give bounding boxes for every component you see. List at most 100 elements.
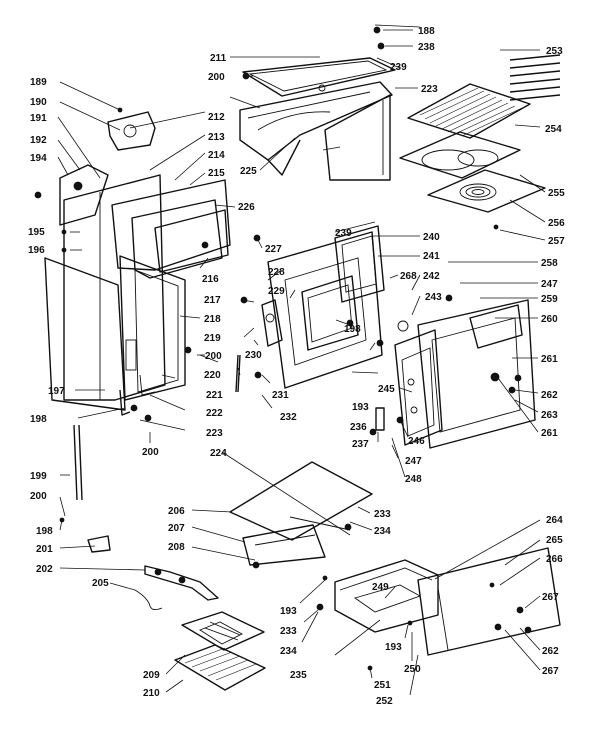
fasteners bbox=[34, 26, 532, 671]
oven-door-inner bbox=[394, 329, 443, 446]
callout-label: 217 bbox=[204, 295, 221, 306]
front-frame bbox=[119, 255, 186, 401]
callout-label: 197 bbox=[48, 386, 65, 397]
callout-label: 249 bbox=[372, 582, 389, 593]
burner-heat-shield bbox=[427, 169, 546, 213]
oven-door-frame bbox=[267, 231, 383, 389]
burner-assembly bbox=[181, 611, 265, 651]
callout-label: 234 bbox=[374, 526, 391, 537]
callout-label: 223 bbox=[421, 84, 438, 95]
callout-label: 222 bbox=[206, 408, 223, 419]
callout-label: 198 bbox=[30, 414, 47, 425]
callout-label: 233 bbox=[374, 509, 391, 520]
callout-labels: 188 238 239 253 211 200 223 254 189 190 … bbox=[28, 26, 565, 707]
callout-label: 247 bbox=[541, 279, 558, 290]
callout-label: 255 bbox=[548, 188, 565, 199]
body-top-frame bbox=[324, 94, 391, 181]
callout-label: 200 bbox=[205, 351, 222, 362]
callout-label: 210 bbox=[143, 688, 160, 699]
callout-label: 248 bbox=[405, 474, 422, 485]
bracket bbox=[87, 535, 111, 553]
side-trim bbox=[119, 374, 156, 416]
griddle-plate bbox=[407, 83, 531, 139]
callout-label: 235 bbox=[290, 670, 307, 681]
callout-label: 191 bbox=[30, 113, 47, 124]
callout-label: 198 bbox=[344, 324, 361, 335]
callout-label: 227 bbox=[265, 244, 282, 255]
broiler-pan bbox=[229, 461, 373, 541]
door-hinge bbox=[261, 299, 283, 347]
callout-label: 216 bbox=[202, 274, 219, 285]
callout-label: 237 bbox=[352, 439, 369, 450]
callout-label: 261 bbox=[541, 354, 558, 365]
callout-label: 192 bbox=[30, 135, 47, 146]
callout-label: 245 bbox=[378, 384, 395, 395]
cooktop-top-panel bbox=[242, 57, 396, 97]
callout-label: 229 bbox=[268, 286, 285, 297]
callout-label: 253 bbox=[546, 46, 563, 57]
burner-cover bbox=[174, 644, 266, 691]
callout-label: 256 bbox=[548, 218, 565, 229]
callout-label: 198 bbox=[36, 526, 53, 537]
callout-label: 205 bbox=[92, 578, 109, 589]
control-panel-bracket bbox=[107, 111, 156, 151]
callout-label: 267 bbox=[542, 666, 559, 677]
callout-label: 266 bbox=[546, 554, 563, 565]
callout-label: 226 bbox=[238, 202, 255, 213]
burner-tray bbox=[399, 131, 521, 179]
callout-label: 223 bbox=[206, 428, 223, 439]
callout-label: 189 bbox=[30, 77, 47, 88]
callout-label: 224 bbox=[210, 448, 227, 459]
door-window-frame bbox=[334, 225, 385, 303]
leg bbox=[73, 424, 83, 501]
callout-label: 251 bbox=[374, 680, 391, 691]
wiring-harness bbox=[134, 589, 163, 611]
callout-label: 233 bbox=[280, 626, 297, 637]
callout-label: 193 bbox=[352, 402, 369, 413]
callout-label: 254 bbox=[545, 124, 562, 135]
callout-label: 206 bbox=[168, 506, 185, 517]
callout-label: 200 bbox=[208, 72, 225, 83]
callout-label: 220 bbox=[204, 370, 221, 381]
door-latch bbox=[375, 320, 409, 431]
callout-label: 213 bbox=[208, 132, 225, 143]
callout-label: 262 bbox=[542, 646, 559, 657]
callout-label: 257 bbox=[548, 236, 565, 247]
control-knob-housing bbox=[59, 164, 109, 226]
oven-liner-back bbox=[111, 179, 231, 271]
callout-label: 265 bbox=[546, 535, 563, 546]
left-door-panel bbox=[44, 257, 126, 411]
grate-set bbox=[509, 54, 561, 101]
callout-label: 234 bbox=[280, 646, 297, 657]
callout-label: 250 bbox=[404, 664, 421, 675]
callout-label: 218 bbox=[204, 314, 221, 325]
callout-label: 243 bbox=[425, 292, 442, 303]
callout-label: 225 bbox=[240, 166, 257, 177]
oven-door-outer bbox=[417, 299, 536, 449]
callout-label: 267 bbox=[542, 592, 559, 603]
callout-label: 242 bbox=[423, 271, 440, 282]
callout-label: 247 bbox=[405, 456, 422, 467]
callout-label: 246 bbox=[408, 436, 425, 447]
top-burner-box bbox=[239, 81, 393, 176]
callout-label: 209 bbox=[143, 670, 160, 681]
callout-label: 195 bbox=[28, 227, 45, 238]
callout-label: 200 bbox=[142, 447, 159, 458]
callout-label: 207 bbox=[168, 523, 185, 534]
callout-label: 240 bbox=[423, 232, 440, 243]
callout-label: 263 bbox=[541, 410, 558, 421]
callout-label: 202 bbox=[36, 564, 53, 575]
callout-label: 219 bbox=[204, 333, 221, 344]
broiler-rack bbox=[242, 524, 326, 566]
hinge-rod bbox=[235, 354, 241, 393]
callout-label: 236 bbox=[350, 422, 367, 433]
left-side-panel bbox=[63, 174, 166, 401]
callout-label: 232 bbox=[280, 412, 297, 423]
callout-label: 260 bbox=[541, 314, 558, 325]
callout-label: 193 bbox=[385, 642, 402, 653]
callout-label: 228 bbox=[268, 267, 285, 278]
drawer-front bbox=[417, 547, 561, 656]
callout-label: 208 bbox=[168, 542, 185, 553]
callout-label: 193 bbox=[280, 606, 297, 617]
